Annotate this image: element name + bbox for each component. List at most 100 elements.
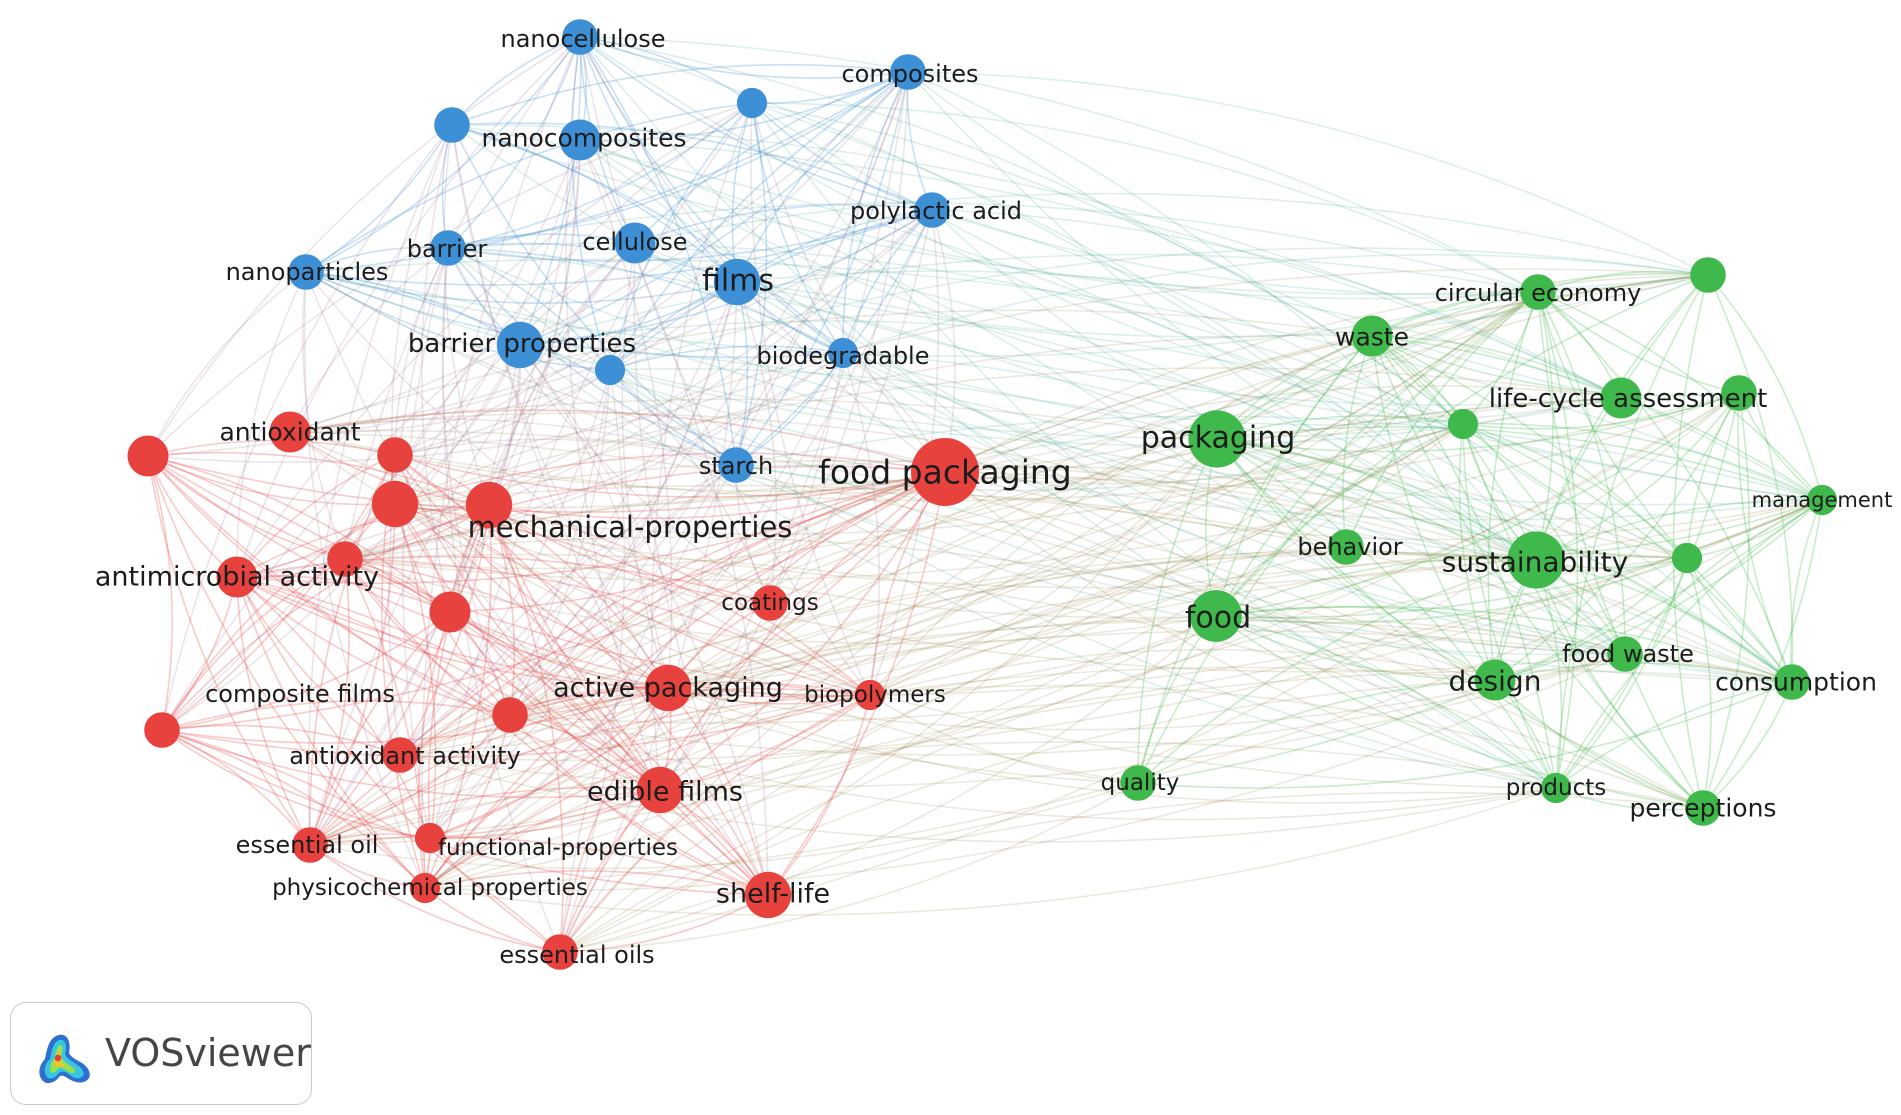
network-node[interactable] <box>1806 484 1838 516</box>
network-link <box>667 499 1823 696</box>
network-node[interactable] <box>1120 765 1156 801</box>
network-node[interactable] <box>1540 772 1572 804</box>
network-node[interactable] <box>465 481 513 529</box>
network-node[interactable] <box>1447 408 1479 440</box>
network-link <box>1216 438 1626 655</box>
network-link <box>147 102 753 457</box>
network-node[interactable] <box>559 119 601 161</box>
network-node[interactable] <box>636 766 684 814</box>
network-link <box>559 335 1373 953</box>
network-node[interactable] <box>562 19 598 55</box>
network-link <box>634 204 933 244</box>
network-node[interactable] <box>890 54 926 90</box>
network-node[interactable] <box>1507 531 1565 589</box>
network-link <box>307 124 453 846</box>
network-link <box>735 71 909 466</box>
network-link <box>559 464 737 953</box>
network-link <box>633 242 769 896</box>
node-label: functional-properties <box>438 835 678 861</box>
network-node[interactable] <box>492 697 528 733</box>
network-node[interactable] <box>614 222 656 264</box>
network-node[interactable] <box>377 437 413 473</box>
network-node[interactable] <box>1188 410 1246 468</box>
network-node[interactable] <box>1774 664 1810 700</box>
network-node[interactable] <box>429 591 471 633</box>
network-node[interactable] <box>1607 636 1643 672</box>
network-link <box>447 247 771 604</box>
network-link <box>1535 392 1740 561</box>
network-node[interactable] <box>144 712 180 748</box>
network-node[interactable] <box>1520 274 1556 310</box>
network-node[interactable] <box>434 107 470 143</box>
network-node[interactable] <box>644 664 692 712</box>
network-node[interactable] <box>718 447 754 483</box>
network-node[interactable] <box>542 934 578 970</box>
network-node[interactable] <box>1351 315 1393 357</box>
network-node[interactable] <box>827 337 859 369</box>
network-link <box>309 503 396 846</box>
network-link <box>736 71 909 283</box>
network-link <box>1216 414 1464 440</box>
network-node[interactable] <box>1721 375 1757 411</box>
network-link <box>1371 291 1539 337</box>
network-node[interactable] <box>1671 542 1703 574</box>
network-link <box>147 455 769 896</box>
network-link <box>1555 392 1740 789</box>
network-node[interactable] <box>292 827 328 863</box>
network-node[interactable] <box>409 872 441 904</box>
network-node[interactable] <box>752 585 788 621</box>
network-link <box>931 209 1793 683</box>
network-link <box>1216 274 1709 440</box>
network-link <box>559 894 769 953</box>
node-label: active packaging <box>553 673 783 704</box>
network-link <box>449 139 581 613</box>
network-link <box>1535 559 1563 789</box>
network-node[interactable] <box>371 480 419 528</box>
network-node[interactable] <box>1474 659 1516 701</box>
network-node[interactable] <box>382 737 418 773</box>
network-node[interactable] <box>327 541 363 577</box>
network-link <box>289 431 1218 492</box>
network-node[interactable] <box>288 254 324 290</box>
network-node[interactable] <box>1190 590 1242 642</box>
network-node[interactable] <box>854 679 886 711</box>
network-node[interactable] <box>127 435 169 477</box>
network-link <box>161 454 396 731</box>
network-node[interactable] <box>1685 790 1721 826</box>
network-link <box>579 139 1626 655</box>
network-node[interactable] <box>430 230 466 266</box>
network-node[interactable] <box>1690 257 1726 293</box>
node-label: design <box>1449 665 1542 698</box>
network-link <box>579 36 1823 501</box>
network-link <box>509 653 1626 756</box>
network-node[interactable] <box>414 822 446 854</box>
network-link <box>488 504 771 604</box>
network-link <box>394 423 1464 536</box>
network-link <box>309 335 1373 846</box>
network-node[interactable] <box>269 411 311 453</box>
network-link <box>659 471 946 791</box>
network-node[interactable] <box>496 321 544 369</box>
network-node[interactable] <box>911 438 979 506</box>
network-link <box>236 576 661 791</box>
network-link <box>1371 335 1626 655</box>
network-node[interactable] <box>736 87 768 119</box>
network-link <box>161 611 451 731</box>
network-node[interactable] <box>744 871 792 919</box>
network-node[interactable] <box>594 354 626 386</box>
network-link <box>289 412 1347 548</box>
network-link <box>1624 499 1823 655</box>
network-node[interactable] <box>1600 377 1642 419</box>
network-link <box>579 36 1557 789</box>
network-link <box>449 471 946 613</box>
network-link <box>447 247 1823 506</box>
network-node[interactable] <box>1328 529 1364 565</box>
network-link <box>1535 291 1554 561</box>
network-link <box>236 271 307 578</box>
network-link <box>488 504 564 953</box>
network-node[interactable] <box>713 258 761 306</box>
network-node[interactable] <box>216 556 258 598</box>
network-node[interactable] <box>914 192 950 228</box>
network-link <box>519 281 738 346</box>
